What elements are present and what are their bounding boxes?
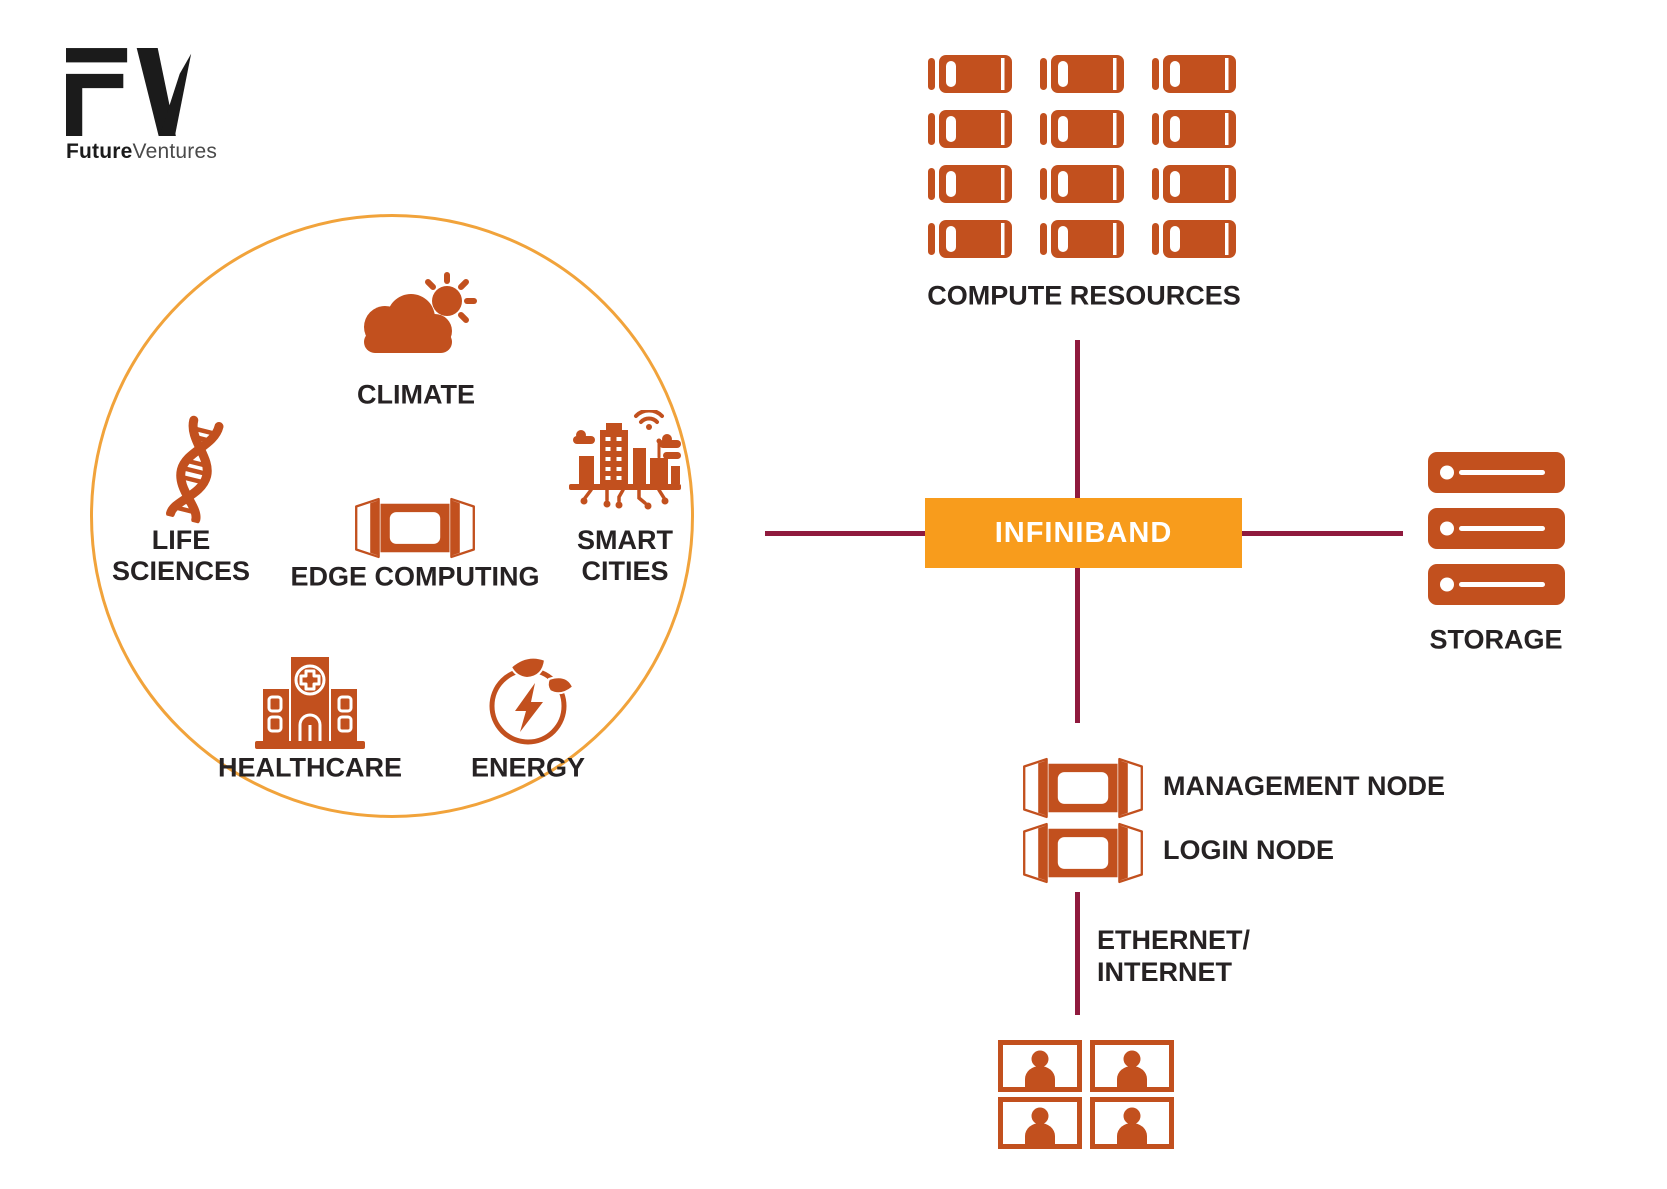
storage-drive-icon <box>1428 508 1565 549</box>
storage-drive-icon <box>1428 452 1565 493</box>
server-icon <box>928 165 1018 203</box>
ethernet-line1: ETHERNET/ <box>1097 925 1251 955</box>
storage-stack <box>1428 452 1565 605</box>
hospital-icon <box>253 653 367 751</box>
login-node-label: LOGIN NODE <box>1163 835 1335 865</box>
brand-bold: Future <box>66 140 133 163</box>
workloads-circle <box>90 214 694 818</box>
login-node-icon <box>1013 822 1153 884</box>
server-icon <box>1040 220 1130 258</box>
compute-server-grid <box>928 55 1242 258</box>
management-node-icon <box>1013 757 1153 819</box>
user-icon <box>1090 1097 1174 1149</box>
compute-resources-label: COMPUTE RESOURCES <box>927 280 1241 311</box>
server-icon <box>928 110 1018 148</box>
connector-compute-infiniband <box>1075 340 1080 498</box>
connector-infiniband-storage <box>1242 531 1403 536</box>
server-icon <box>928 220 1018 258</box>
edge-node-icon <box>345 497 485 559</box>
ethernet-internet-label: ETHERNET/ INTERNET <box>1097 924 1250 988</box>
storage-drive-icon <box>1428 564 1565 605</box>
server-icon <box>1152 220 1242 258</box>
users-grid <box>998 1040 1174 1149</box>
user-icon <box>998 1040 1082 1092</box>
server-icon <box>1040 55 1130 93</box>
life-sciences-label: LIFE SCIENCES <box>111 525 251 586</box>
connector-ethernet <box>1075 892 1080 1015</box>
smart-cities-label: SMART CITIES <box>577 525 673 586</box>
infiniband-label: INFINIBAND <box>994 516 1173 549</box>
connector-circle-infiniband <box>765 531 925 536</box>
energy-label: ENERGY <box>470 752 586 783</box>
edge-computing-label: EDGE COMPUTING <box>290 561 540 592</box>
server-icon <box>928 55 1018 93</box>
brand-wordmark: FutureVentures <box>66 140 217 164</box>
climate-label: CLIMATE <box>357 379 475 410</box>
server-icon <box>1152 165 1242 203</box>
energy-icon <box>483 653 575 750</box>
connector-infiniband-nodes <box>1075 568 1080 723</box>
healthcare-label: HEALTHCARE <box>218 752 402 783</box>
smart-city-icon <box>567 410 683 523</box>
server-icon <box>1040 165 1130 203</box>
server-icon <box>1152 110 1242 148</box>
cloud-sun-icon <box>347 271 483 366</box>
management-node-label: MANAGEMENT NODE <box>1163 771 1445 801</box>
user-icon <box>998 1097 1082 1149</box>
server-icon <box>1040 110 1130 148</box>
user-icon <box>1090 1040 1174 1092</box>
storage-label: STORAGE <box>1429 624 1563 655</box>
ethernet-line2: INTERNET <box>1097 957 1232 987</box>
futureventures-logo-icon <box>66 48 194 136</box>
brand-light: Ventures <box>132 140 218 163</box>
infiniband-box: INFINIBAND <box>925 498 1242 568</box>
server-icon <box>1152 55 1242 93</box>
